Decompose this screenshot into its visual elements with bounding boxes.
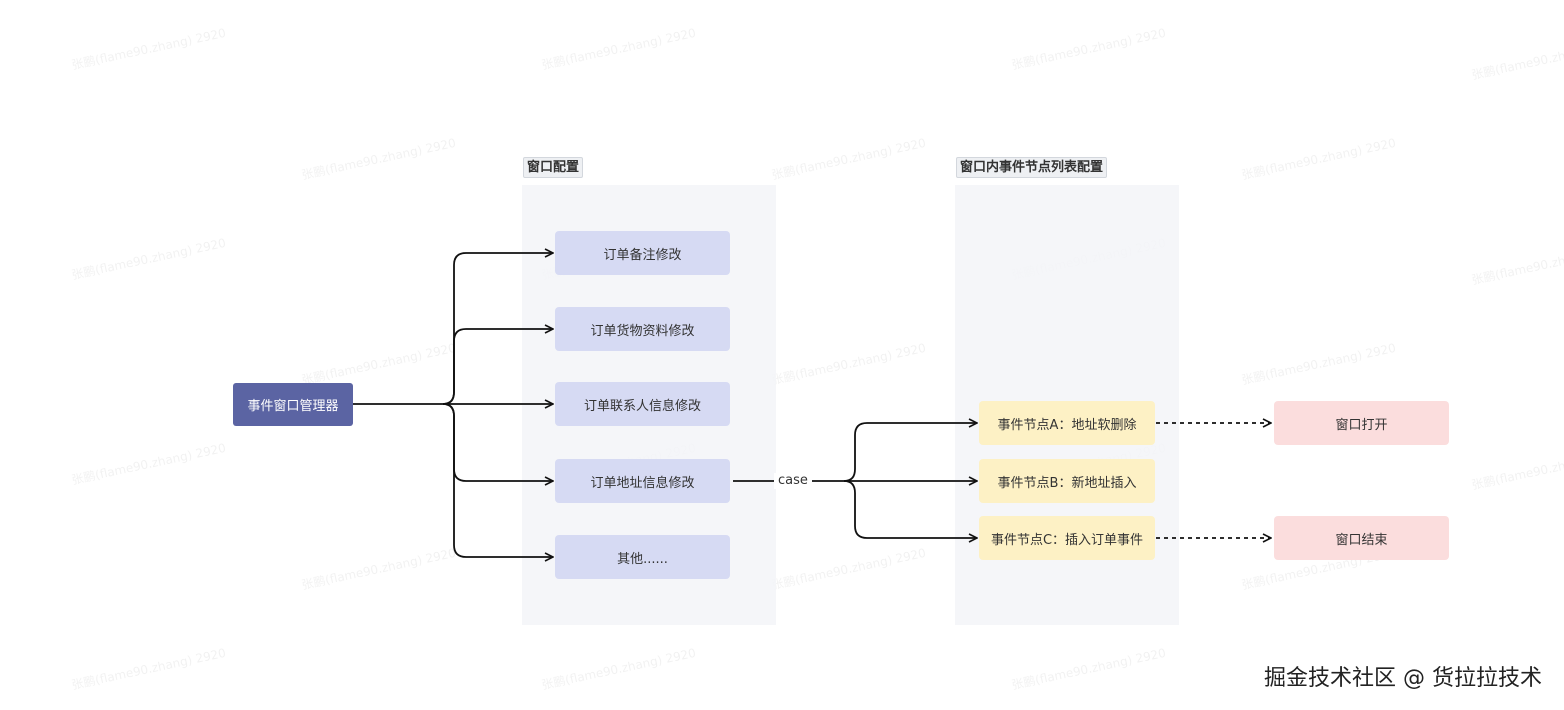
edge-root-to-item-4	[442, 403, 553, 481]
footer-attribution: 掘金技术社区 @ 货拉拉技术	[1264, 666, 1542, 691]
window-item-order-contact[interactable]: 订单联系人信息修改	[555, 382, 730, 426]
edge-root-to-item-2	[442, 329, 553, 405]
event-node-list-title: 窗口内事件节点列表配置	[956, 157, 1108, 178]
case-label: case	[774, 473, 812, 489]
window-end-node[interactable]: 窗口结束	[1274, 516, 1449, 560]
event-node-a[interactable]: 事件节点A：地址软删除	[979, 401, 1155, 445]
edge-root-to-item-5	[442, 403, 553, 557]
edge-case-to-event-a	[843, 423, 977, 482]
edge-case-to-event-c	[843, 480, 977, 538]
event-window-manager-node[interactable]: 事件窗口管理器	[233, 383, 353, 426]
window-item-other[interactable]: 其他......	[555, 535, 730, 579]
window-config-title: 窗口配置	[523, 157, 584, 178]
window-item-order-remark[interactable]: 订单备注修改	[555, 231, 730, 275]
event-node-c[interactable]: 事件节点C：插入订单事件	[979, 516, 1155, 560]
window-open-node[interactable]: 窗口打开	[1274, 401, 1449, 445]
event-node-b[interactable]: 事件节点B：新地址插入	[979, 459, 1155, 503]
window-item-order-address[interactable]: 订单地址信息修改	[555, 459, 730, 503]
window-item-order-goods[interactable]: 订单货物资料修改	[555, 307, 730, 351]
